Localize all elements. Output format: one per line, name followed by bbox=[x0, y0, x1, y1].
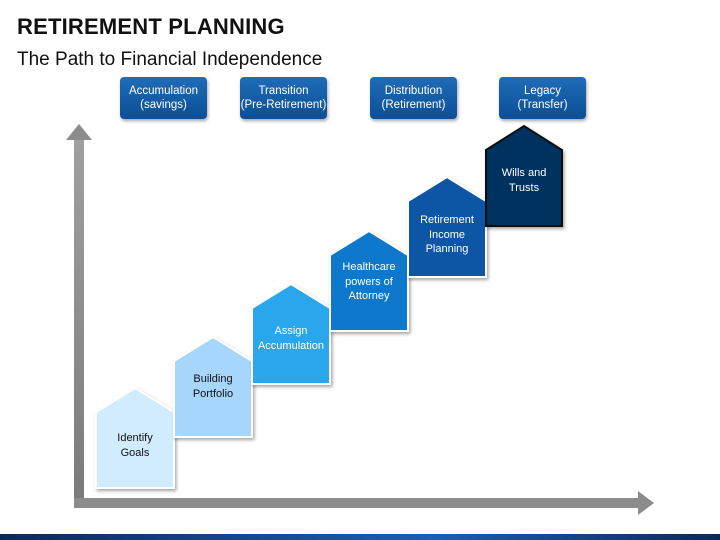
step-label-wills-and-trusts: Wills and Trusts bbox=[484, 166, 564, 195]
step-healthcare-powers-of-attorney bbox=[329, 229, 409, 332]
phase-distribution-line1: Distribution bbox=[384, 85, 443, 97]
phase-accumulation: Accumulation (savings) bbox=[120, 77, 207, 119]
step-label-line: Healthcare bbox=[342, 261, 396, 273]
step-label-assign-accumulation: Assign Accumulation bbox=[251, 324, 331, 353]
step-label-healthcare-powers-of-attorney: Healthcare powers of Attorney bbox=[329, 260, 409, 304]
phase-accumulation-line2: (savings) bbox=[140, 99, 187, 111]
footer-bar bbox=[0, 534, 720, 540]
phase-accumulation-line1: Accumulation bbox=[128, 85, 199, 97]
step-label-line: Wills and bbox=[501, 167, 547, 179]
step-label-line: Planning bbox=[425, 243, 469, 255]
phase-transition-line1: Transition bbox=[258, 85, 309, 97]
phase-legacy-line1: Legacy bbox=[523, 85, 562, 97]
step-label-line: Income bbox=[428, 228, 466, 241]
phase-legacy: Legacy (Transfer) bbox=[499, 77, 586, 119]
step-identify-goals bbox=[95, 386, 175, 489]
step-label-line: Attorney bbox=[348, 290, 390, 302]
phase-distribution: Distribution (Retirement) bbox=[370, 77, 457, 119]
step-label-line: Assign bbox=[274, 325, 308, 337]
step-label-line: powers of bbox=[345, 275, 393, 288]
phase-transition-line2: (Pre-Retirement) bbox=[240, 99, 327, 111]
step-label-line: Accumulation bbox=[257, 339, 325, 352]
step-label-line: Trusts bbox=[508, 181, 540, 194]
page-subtitle: The Path to Financial Independence bbox=[17, 49, 323, 70]
step-label-building-portfolio: Building Portfolio bbox=[173, 372, 253, 401]
phase-distribution-line2: (Retirement) bbox=[381, 99, 446, 111]
step-retirement-income-planning bbox=[407, 175, 487, 278]
step-label-identify-goals: Identify Goals bbox=[95, 431, 175, 460]
step-label-line: Goals bbox=[120, 446, 150, 459]
phase-legacy-line2: (Transfer) bbox=[517, 99, 568, 111]
step-wills-and-trusts bbox=[485, 124, 563, 227]
y-axis-arrow bbox=[66, 124, 92, 508]
step-label-line: Building bbox=[193, 373, 233, 385]
x-axis-arrow bbox=[74, 491, 654, 515]
step-building-portfolio bbox=[173, 335, 253, 438]
step-label-line: Identify bbox=[117, 432, 153, 444]
page-title: RETIREMENT PLANNING bbox=[17, 14, 285, 39]
phase-transition: Transition (Pre-Retirement) bbox=[240, 77, 327, 119]
step-label-retirement-income-planning: Retirement Income Planning bbox=[407, 213, 487, 257]
step-assign-accumulation bbox=[251, 282, 331, 385]
step-label-line: Retirement bbox=[420, 214, 474, 226]
step-label-line: Portfolio bbox=[192, 387, 234, 400]
